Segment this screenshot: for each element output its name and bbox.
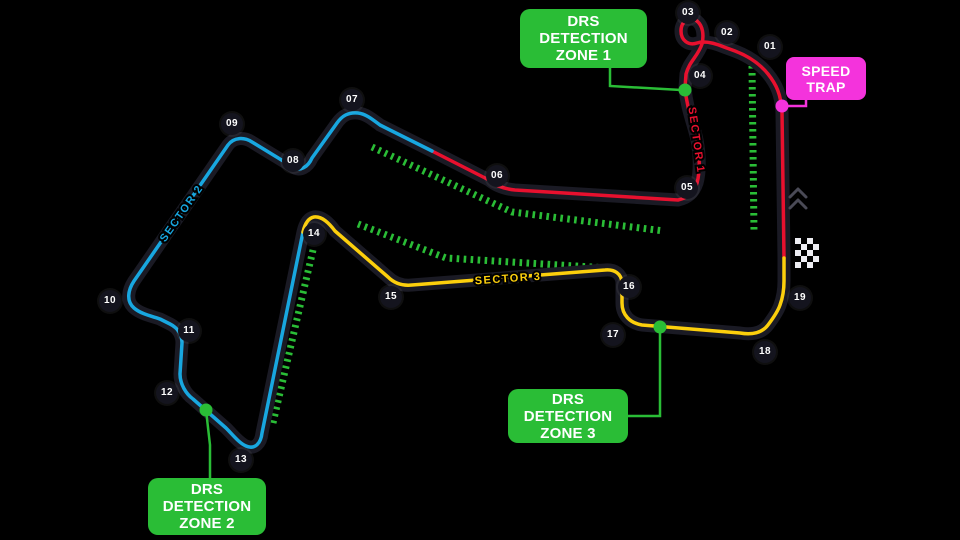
turn-badge-14: 14: [303, 223, 325, 245]
callout-line: ZONE 3: [540, 424, 596, 442]
turn-badge-12: 12: [156, 382, 178, 404]
turn-badge-13: 13: [230, 449, 252, 471]
drs-ladder-back-straight: [370, 143, 665, 235]
turn-badge-09: 09: [221, 113, 243, 135]
turn-badge-18: 18: [754, 341, 776, 363]
drs-detection-dot-2: [199, 403, 213, 417]
callout-line: TRAP: [806, 78, 846, 95]
turn-badge-02: 02: [716, 22, 738, 44]
turn-badge-06: 06: [486, 165, 508, 187]
callout-line: SPEED: [801, 62, 851, 79]
turn-badge-04: 04: [689, 65, 711, 87]
drs-connector-lines: [204, 68, 682, 478]
speed-trap-dot: [775, 99, 789, 113]
callout-line: DRS: [551, 390, 585, 408]
callout-line: DETECTION: [162, 498, 252, 515]
callout-line: DRS: [190, 481, 224, 498]
turn-badge-16: 16: [618, 276, 640, 298]
turn-badge-08: 08: [282, 150, 304, 172]
drs-detection-dot-1: [678, 83, 692, 97]
drs-detection-dot-3: [653, 320, 667, 334]
turn-badge-17: 17: [602, 324, 624, 346]
sector-2-line: [127, 111, 434, 449]
turn-badge-07: 07: [341, 89, 363, 111]
callout-line: DETECTION: [539, 30, 628, 47]
drs-detection-zone-1-label: DRS DETECTION ZONE 1: [520, 9, 647, 68]
turn-badge-05: 05: [676, 177, 698, 199]
turn-badge-11: 11: [178, 320, 200, 342]
callout-line: DETECTION: [523, 407, 613, 425]
turn-badge-19: 19: [789, 287, 811, 309]
speed-trap-label: SPEED TRAP: [786, 57, 866, 100]
speed-trap-connector: [782, 100, 808, 108]
chevron-up-icon: [788, 187, 808, 210]
drs-zone-3-connector: [628, 327, 662, 418]
turn-badge-03: 03: [677, 2, 699, 24]
drs-detection-zone-2-label: DRS DETECTION ZONE 2: [148, 478, 266, 535]
turn-badge-01: 01: [759, 36, 781, 58]
turn-badge-10: 10: [99, 290, 121, 312]
drs-detection-dots: [199, 83, 692, 417]
drs-detection-zone-3-label: DRS DETECTION ZONE 3: [508, 389, 628, 443]
drs-zone-1-connector: [608, 68, 682, 92]
callout-line: ZONE 2: [179, 515, 235, 532]
drs-zone-2-connector: [204, 409, 212, 478]
callout-line: DRS: [567, 13, 600, 30]
turn-badge-15: 15: [380, 286, 402, 308]
drs-ladder-left-straight: [269, 249, 317, 424]
checkered-flag-icon: [795, 238, 819, 268]
drs-zone-ladders: [269, 65, 758, 424]
callout-line: ZONE 1: [555, 47, 612, 64]
